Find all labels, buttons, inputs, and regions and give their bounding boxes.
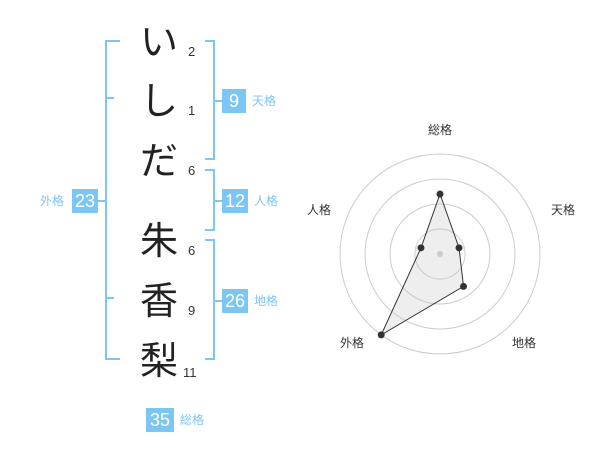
radar-series-polygon — [380, 192, 465, 337]
given-char-2: 香 — [139, 279, 178, 323]
given-strokes-2: 9 — [188, 303, 196, 318]
gaikaku-value-badge: 23 — [72, 189, 98, 213]
radar-axis-label-soukaku: 総格 — [428, 123, 453, 137]
radar-center — [437, 251, 443, 257]
given-strokes-1: 6 — [188, 243, 196, 258]
radar-axis-label-tenkaku: 天格 — [551, 203, 576, 217]
gaikaku-label: 外格 — [40, 194, 65, 208]
radar-point-5 — [417, 244, 425, 252]
radar-point-2 — [455, 244, 463, 252]
surname-char-3: だ — [139, 139, 178, 183]
tenkaku-label: 天格 — [252, 94, 277, 108]
radar-axis-label-chikaku: 地格 — [512, 336, 537, 350]
surname-char-1: い — [139, 20, 178, 64]
jinkaku-label: 人格 — [254, 194, 279, 208]
radar-point-1 — [436, 190, 444, 198]
given-char-1: 朱 — [139, 219, 178, 263]
surname-strokes-1: 2 — [188, 44, 196, 59]
soukaku-label: 総格 — [180, 413, 205, 427]
radar-ring — [364, 178, 516, 330]
chikaku-bracket — [205, 239, 215, 360]
radar-ring — [389, 203, 491, 305]
surname-char-2: し — [139, 79, 178, 123]
chikaku-value-badge: 26 — [222, 289, 248, 313]
radar-point-3 — [460, 282, 468, 290]
radar-point-4 — [377, 331, 385, 339]
surname-strokes-3: 6 — [188, 163, 196, 178]
radar-axis-label-gaikaku: 外格 — [340, 336, 365, 350]
radar-axis-label-jinkaku: 人格 — [307, 203, 332, 217]
tenkaku-value-badge: 9 — [222, 89, 246, 113]
radar-ring — [414, 228, 466, 280]
chikaku-label: 地格 — [254, 294, 279, 308]
given-strokes-3: 11 — [183, 365, 197, 380]
soukaku-value-badge: 35 — [146, 408, 174, 432]
radar-ring — [339, 153, 541, 355]
given-char-3: 梨 — [139, 339, 178, 383]
jinkaku-value-badge: 12 — [222, 189, 248, 213]
surname-strokes-2: 1 — [188, 103, 196, 118]
